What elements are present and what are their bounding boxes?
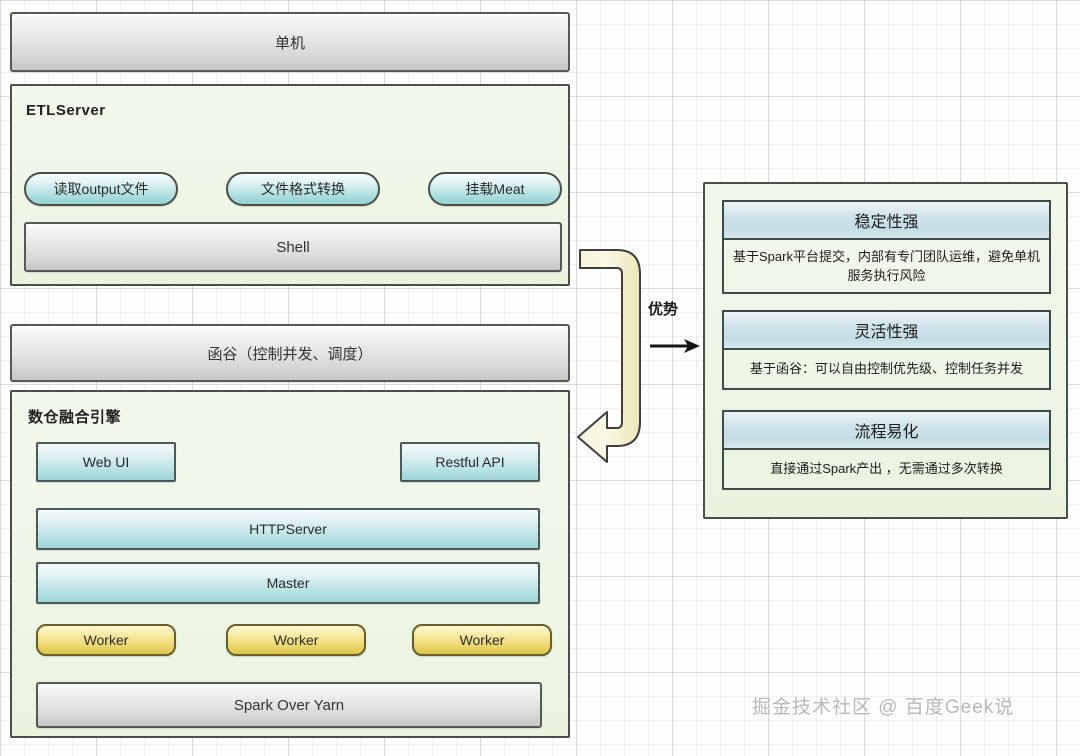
restful-api-label: Restful API [435, 454, 505, 470]
worker-box-2[interactable]: Worker [226, 624, 366, 656]
right-arrow-icon [650, 339, 700, 353]
standalone-bar: 单机 [10, 12, 570, 72]
engine-panel-title: 数仓融合引擎 [28, 409, 122, 426]
worker-label-3: Worker [459, 632, 505, 648]
advantage-label: 优势 [648, 301, 679, 318]
worker-label-2: Worker [273, 632, 319, 648]
engine-panel: 数仓融合引擎 Web UI Restful API HTTPServer Mas… [10, 390, 570, 738]
pill-mount-meat[interactable]: 挂载Meat [428, 172, 562, 206]
pill-mount-meat-label: 挂载Meat [465, 181, 525, 197]
shell-bar: Shell [24, 222, 562, 272]
advantage-card-2-title: 灵活性强 [722, 310, 1051, 350]
httpserver-label: HTTPServer [249, 521, 327, 537]
worker-box-3[interactable]: Worker [412, 624, 552, 656]
advantage-card-1-body: 基于Spark平台提交，内部有专门团队运维，避免单机服务执行风险 [722, 240, 1051, 294]
worker-box-1[interactable]: Worker [36, 624, 176, 656]
master-box[interactable]: Master [36, 562, 540, 604]
spark-over-yarn-label: Spark Over Yarn [233, 696, 345, 714]
restful-api-box[interactable]: Restful API [400, 442, 540, 482]
web-ui-box[interactable]: Web UI [36, 442, 176, 482]
advantage-card-3: 流程易化 直接通过Spark产出 ，无需通过多次转换 [722, 410, 1051, 490]
etlserver-panel: ETLServer 读取output文件 文件格式转换 挂载Meat Shell [10, 84, 570, 286]
advantage-card-1: 稳定性强 基于Spark平台提交，内部有专门团队运维，避免单机服务执行风险 [722, 200, 1051, 294]
etlserver-panel-title: ETLServer [26, 102, 106, 119]
advantage-card-1-title: 稳定性强 [722, 200, 1051, 240]
web-ui-label: Web UI [82, 454, 130, 470]
pill-read-output-file[interactable]: 读取output文件 [24, 172, 178, 206]
advantage-card-3-title: 流程易化 [722, 410, 1051, 450]
hangu-bar-label: 函谷（控制并发、调度） [207, 345, 373, 363]
hook-arrow-left-icon [577, 249, 641, 463]
httpserver-box[interactable]: HTTPServer [36, 508, 540, 550]
watermark-text: 掘金技术社区 @ 百度Geek说 [752, 697, 1015, 718]
pill-file-format-convert[interactable]: 文件格式转换 [226, 172, 380, 206]
spark-over-yarn-bar: Spark Over Yarn [36, 682, 542, 728]
advantage-card-2: 灵活性强 基于函谷：可以自由控制优先级、控制任务并发 [722, 310, 1051, 390]
master-label: Master [266, 575, 310, 591]
advantage-card-2-body: 基于函谷：可以自由控制优先级、控制任务并发 [722, 350, 1051, 390]
hangu-bar: 函谷（控制并发、调度） [10, 324, 570, 382]
pill-file-format-convert-label: 文件格式转换 [261, 181, 345, 197]
advantages-panel: 稳定性强 基于Spark平台提交，内部有专门团队运维，避免单机服务执行风险 灵活… [703, 182, 1068, 519]
standalone-bar-label: 单机 [274, 34, 305, 52]
worker-label-1: Worker [83, 632, 129, 648]
pill-read-output-file-label: 读取output文件 [53, 181, 149, 197]
shell-bar-label: Shell [276, 238, 310, 256]
advantage-card-3-body: 直接通过Spark产出 ，无需通过多次转换 [722, 450, 1051, 490]
